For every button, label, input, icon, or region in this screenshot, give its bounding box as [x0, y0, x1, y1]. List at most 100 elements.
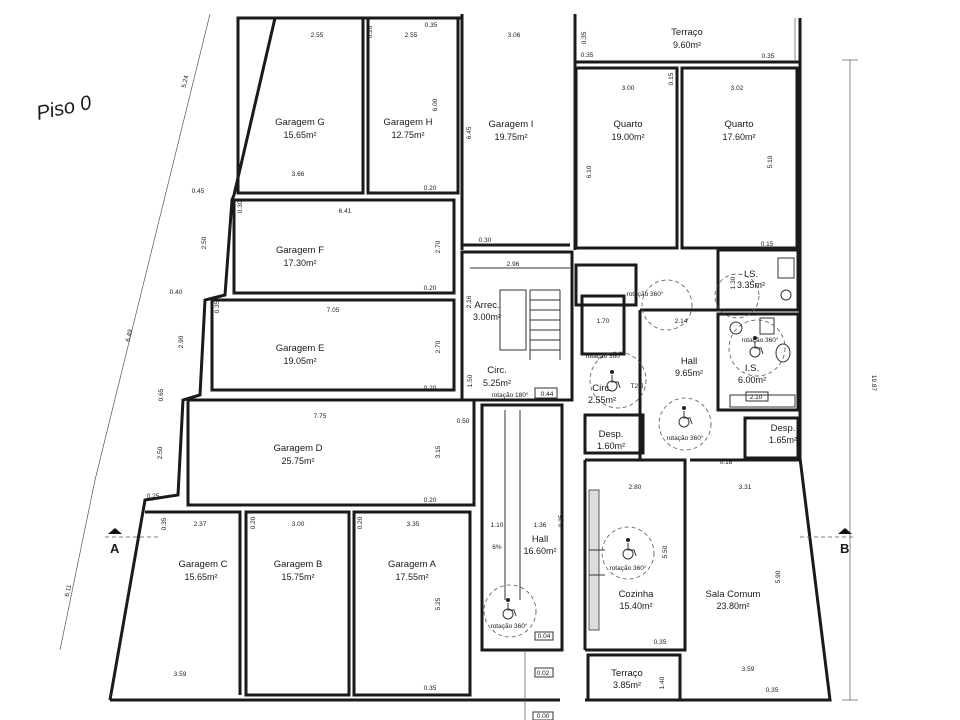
room-area: 15.65m²	[184, 572, 217, 582]
dimension-label: 0.20	[357, 516, 364, 529]
dimension-label: 6.10	[586, 165, 593, 178]
room-name: Hall	[681, 356, 697, 367]
room-name: Terraço	[611, 668, 643, 679]
room-name: Circ.	[592, 383, 612, 394]
dimension-label: 0.35	[654, 639, 667, 646]
dimension-label: 6%	[492, 544, 502, 551]
dimension-label: 1.30	[730, 276, 737, 289]
dimension-label: 0.00	[537, 713, 550, 720]
dimension-label: 2.70	[435, 240, 442, 253]
wheelchair-icon	[606, 370, 621, 392]
room-name: Garagem I	[489, 119, 534, 130]
dimension-label: 3.31	[739, 484, 752, 491]
tag-label: T2-J	[631, 383, 644, 390]
dimension-label: 0.04	[538, 633, 551, 640]
dimension-label: 2.14	[675, 318, 688, 325]
dimension-label: 2.55	[405, 32, 418, 39]
room-area: 1.60m²	[597, 441, 625, 451]
dimension-label: 2.70	[435, 340, 442, 353]
rotation-label: rotação 360°	[586, 352, 623, 360]
room-name: Terraço	[671, 27, 703, 38]
dimension-label: 0.35	[558, 514, 565, 527]
room-area: 1.65m²	[769, 435, 797, 445]
section-line	[105, 528, 855, 538]
dimension-label: 2.80	[629, 484, 642, 491]
room-area: 15.40m²	[619, 601, 652, 611]
room-area: 19.75m²	[494, 132, 527, 142]
stair-core	[460, 250, 574, 720]
dimension-label: 3.59	[174, 671, 187, 678]
dimension-label: 2.37	[194, 521, 207, 528]
dimension-label: 19.87	[870, 375, 877, 392]
room-name: Circ.	[487, 365, 507, 376]
garage-walls	[145, 16, 570, 697]
room-area: 17.60m²	[722, 132, 755, 142]
dimension-label: 0.15	[761, 241, 774, 248]
room-name: Desp.	[771, 423, 796, 434]
dimension-label: 1.50	[467, 374, 474, 387]
dimension-label: 3.66	[292, 171, 305, 178]
dimension-label: 0.35	[214, 300, 221, 313]
dimension-label: 0.02	[537, 670, 550, 677]
dimension-label: 0.44	[541, 391, 554, 398]
room-area: 15.75m²	[281, 572, 314, 582]
dimension-label: 1.40	[659, 676, 666, 689]
rotation-label: rotação 360°	[667, 434, 704, 442]
dimension-label: 3.00	[292, 521, 305, 528]
rotation-label: rotação 360°	[610, 564, 647, 572]
dimension-label: 0.30	[237, 200, 244, 213]
room-name: Quarto	[613, 119, 642, 130]
dimension-label: 0.20	[424, 185, 437, 192]
dimension-label: 2.10	[750, 394, 763, 401]
dimension-label: 0.20	[367, 25, 374, 38]
dimension-label: 0.20	[424, 385, 437, 392]
section-label-b: B	[840, 541, 849, 556]
room-name: Garagem E	[276, 343, 325, 354]
wheelchair-icon	[622, 538, 637, 560]
room-area: 3.35m²	[737, 280, 765, 290]
rotation-label: rotação 360°	[491, 622, 528, 630]
dimension-label: 5.90	[775, 570, 782, 583]
dimension-label: 2.96	[507, 261, 520, 268]
room-name: Garagem B	[274, 559, 323, 570]
dimension-label: 0.40	[170, 289, 183, 296]
dimension-label: 0.50	[457, 418, 470, 425]
dimension-label: 0.25	[147, 493, 160, 500]
room-name: Arrec.	[474, 300, 499, 311]
dimension-label: 0.35	[766, 687, 779, 694]
dimension-label: 0.20	[250, 516, 257, 529]
dimension-label: 5.10	[767, 155, 774, 168]
rotation-label: rotação 360°	[742, 336, 779, 344]
dimension-label: 3.02	[731, 85, 744, 92]
dimension-label: 2.50	[201, 236, 208, 249]
room-name: Garagem A	[388, 559, 437, 570]
dimension-label: 6.45	[466, 126, 473, 139]
dimension-label: 7.05	[327, 307, 340, 314]
dimension-label: 2.50	[157, 446, 164, 459]
wheelchair-icon	[502, 598, 517, 620]
room-name: Sala Comum	[706, 589, 761, 600]
dimension-label: 1.70	[597, 318, 610, 325]
dimension-labels: 2.55 0.20 2.55 0.35 3.06 0.35 0.35 3.00 …	[64, 22, 877, 720]
room-name: Garagem G	[275, 117, 325, 128]
dimension-label: 1.36	[534, 522, 547, 529]
dimension-label: 3.00	[622, 85, 635, 92]
dimension-label: 7.75	[314, 413, 327, 420]
room-labels: Garagem G 15.65m² Garagem H 12.75m² Gara…	[178, 27, 797, 690]
dimension-label: 0.20	[424, 497, 437, 504]
dimension-label: 3.35	[407, 521, 420, 528]
wheelchair-icons	[502, 336, 764, 620]
room-name: Garagem C	[178, 559, 227, 570]
dimension-label: 3.59	[742, 666, 755, 673]
room-area: 17.30m²	[283, 258, 316, 268]
room-area: 9.65m²	[675, 368, 703, 378]
section-label-a: A	[110, 541, 120, 556]
room-name: Garagem F	[276, 245, 324, 256]
rotation-label: rotação 180°	[492, 391, 529, 399]
room-name: I.S.	[744, 269, 758, 280]
dimension-label: 0.35	[424, 685, 437, 692]
dimension-label: 6.41	[339, 208, 352, 215]
room-area: 19.05m²	[283, 356, 316, 366]
dimension-label: 1.10	[491, 522, 504, 529]
